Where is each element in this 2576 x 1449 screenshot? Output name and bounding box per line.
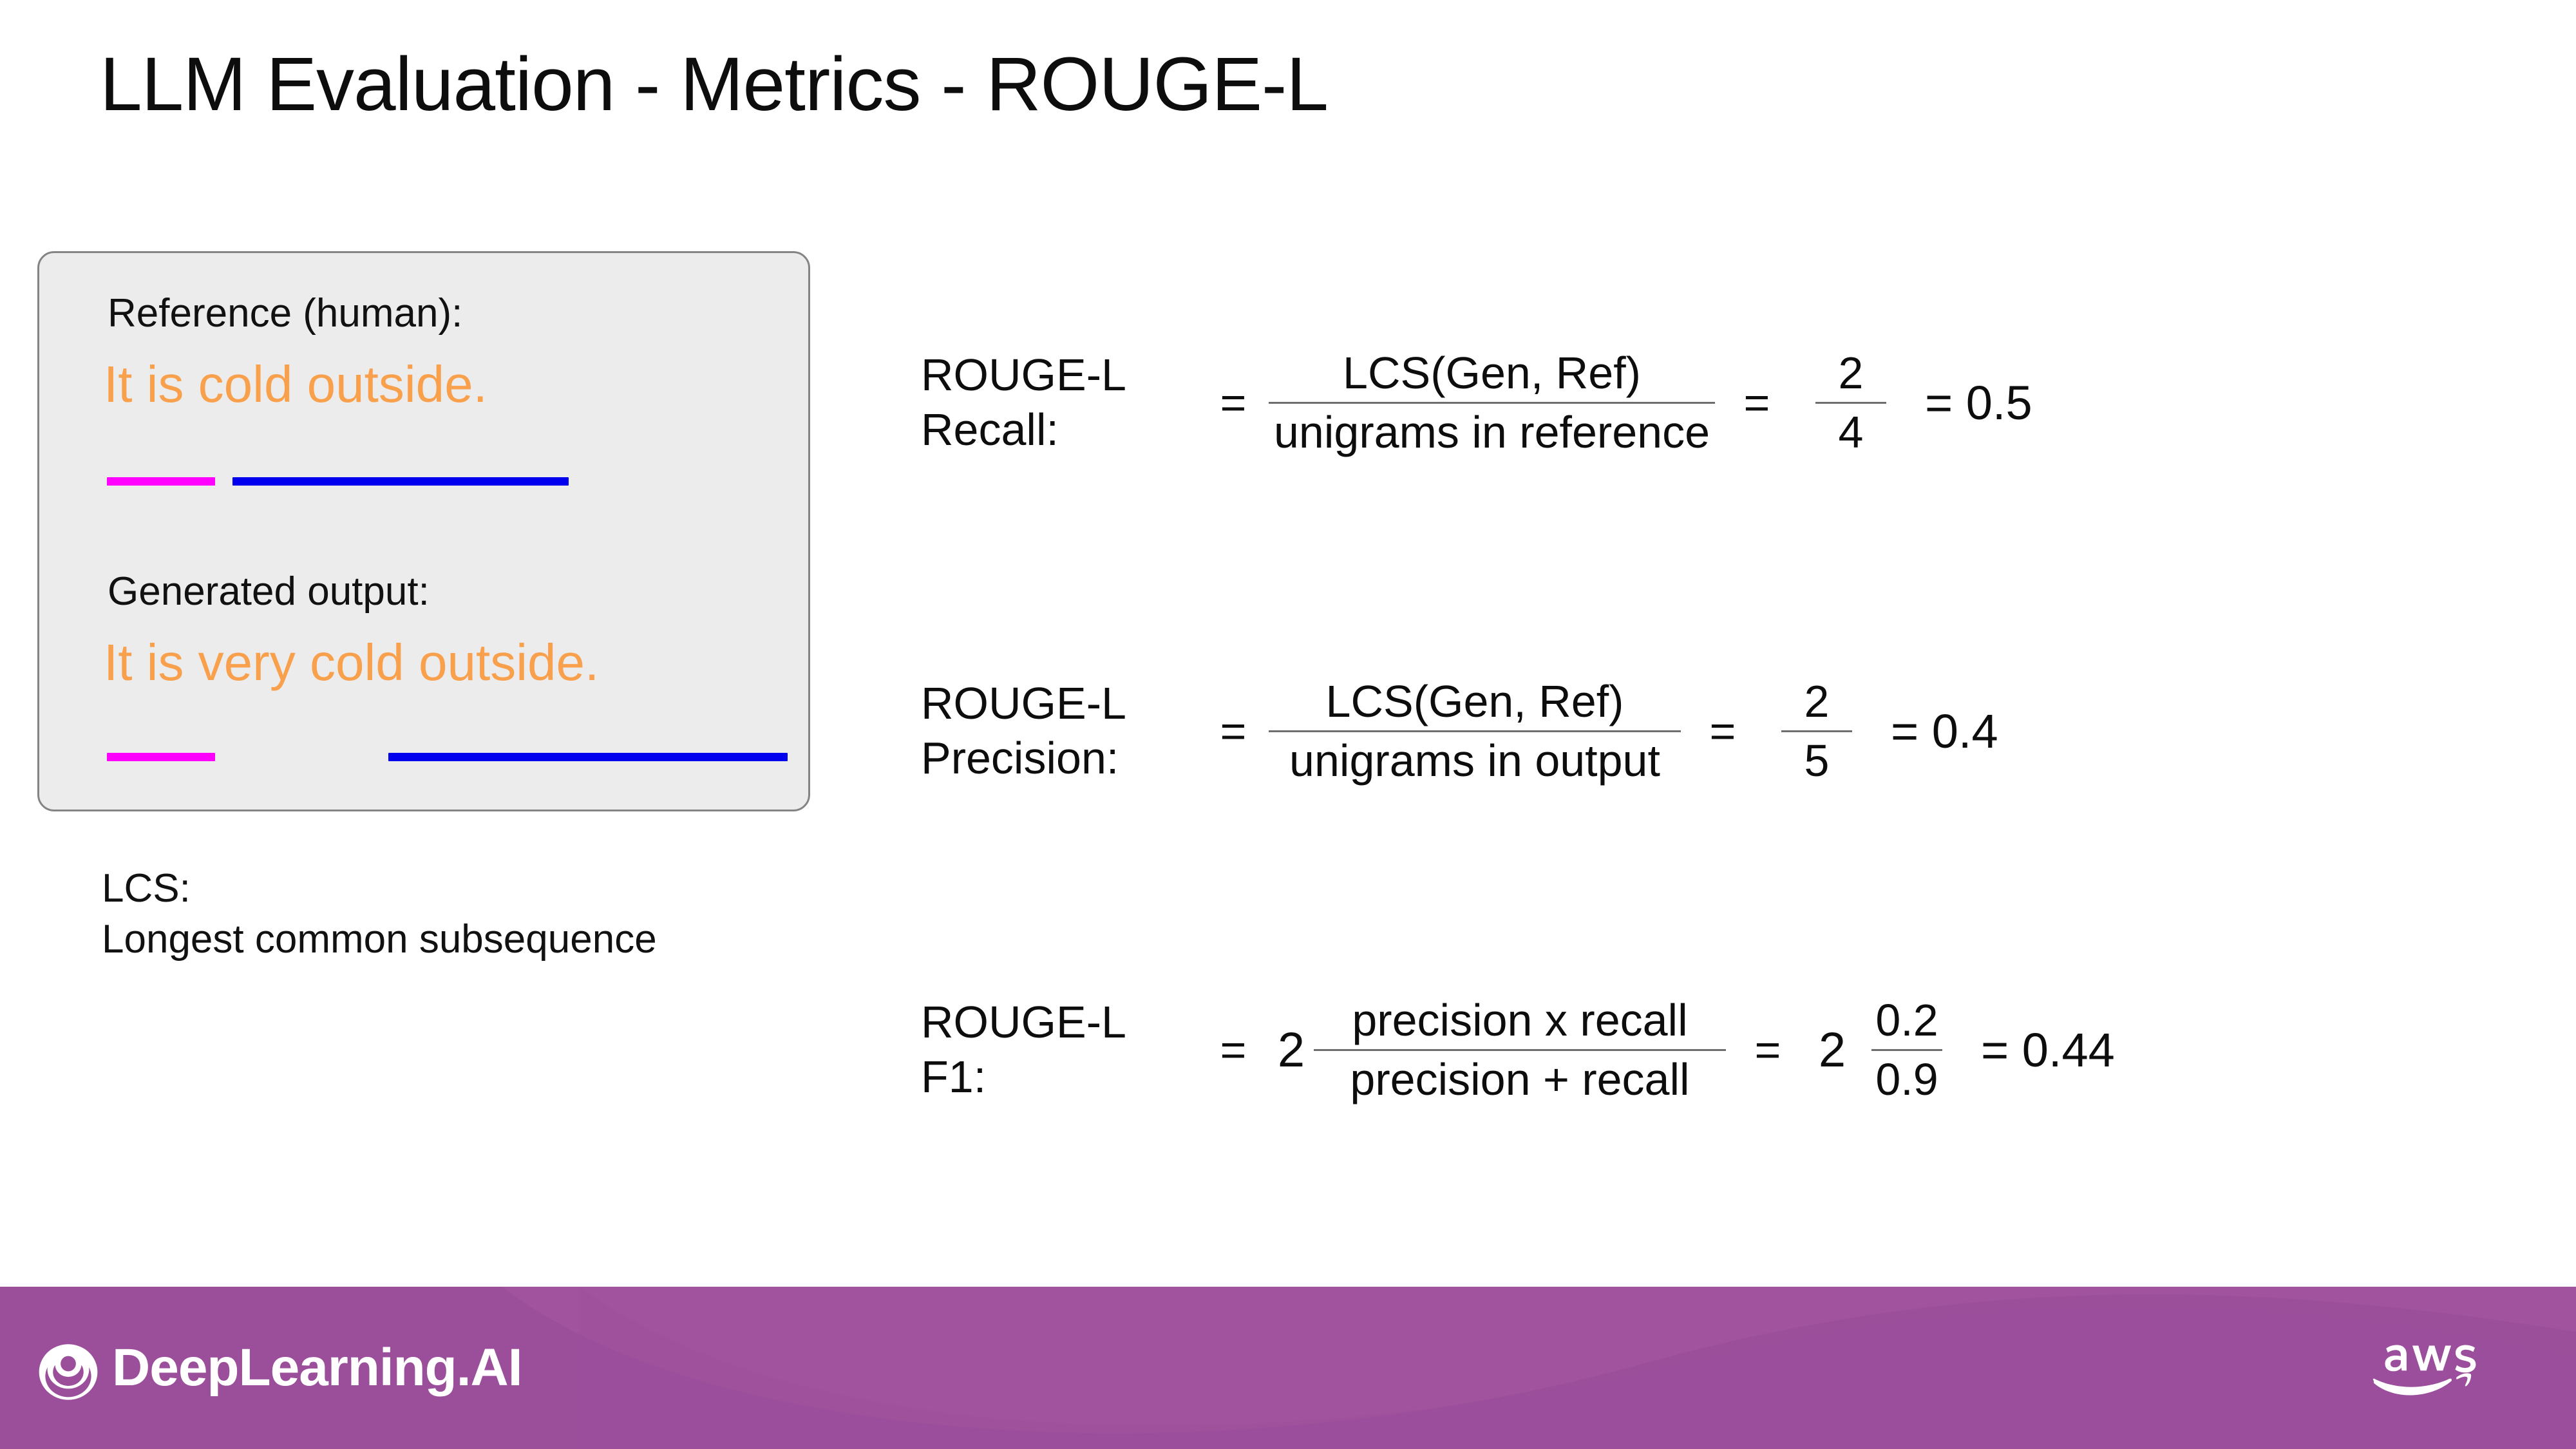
metric-name-line1: ROUGE-L — [921, 677, 1126, 728]
reference-sentence: It is cold outside. — [104, 355, 488, 413]
metric-name-recall: ROUGE-L Recall: — [921, 348, 1198, 458]
value-numerator: 0.2 — [1875, 995, 1938, 1046]
value-fraction-bar — [1871, 1048, 1942, 1051]
fraction-denominator: unigrams in reference — [1274, 406, 1710, 457]
fraction-bar — [1269, 401, 1715, 404]
metric-name-line2: Recall: — [921, 404, 1059, 455]
formula-row-recall: ROUGE-L Recall: = LCS(Gen, Ref) unigrams… — [921, 322, 2032, 483]
deeplearning-wordmark: DeepLearning.AI — [112, 1338, 523, 1397]
generated-label: Generated output: — [108, 569, 430, 614]
metric-name-precision: ROUGE-L Precision: — [921, 676, 1198, 786]
deeplearning-logo: DeepLearning.AI — [33, 1329, 523, 1406]
aws-smile-icon — [2372, 1345, 2476, 1396]
equals-sign-1: = — [1220, 377, 1247, 428]
generated-sentence: It is very cold outside. — [104, 634, 600, 691]
value-fraction: 2 5 — [1781, 673, 1852, 788]
fraction-numerator: precision x recall — [1352, 995, 1688, 1046]
lcs-note-line2: Longest common subsequence — [102, 917, 657, 962]
reference-label: Reference (human): — [108, 291, 463, 336]
value-fraction: 0.2 0.9 — [1871, 992, 1942, 1107]
lcs-note: LCS: Longest common subsequence — [102, 863, 657, 965]
example-card: Reference (human): It is cold outside. G… — [37, 251, 810, 811]
reference-highlight-magenta — [107, 477, 215, 486]
metric-name-line2: Precision: — [921, 733, 1119, 783]
fraction-numerator: LCS(Gen, Ref) — [1343, 348, 1641, 399]
footer-band: DeepLearning.AI — [0, 1287, 2576, 1449]
value-fraction-bar — [1781, 730, 1852, 732]
lcs-note-line1: LCS: — [102, 866, 191, 911]
result-value: = 0.44 — [1981, 1023, 2115, 1077]
fraction-bar — [1314, 1048, 1726, 1051]
value-numerator: 2 — [1838, 348, 1864, 399]
metric-name-line1: ROUGE-L — [921, 349, 1126, 400]
fraction-numerator: LCS(Gen, Ref) — [1325, 676, 1624, 727]
equals-sign-1: = — [1220, 1025, 1247, 1075]
fraction-denominator: precision + recall — [1350, 1054, 1690, 1104]
value-fraction: 2 4 — [1815, 345, 1886, 460]
formula-fraction: LCS(Gen, Ref) unigrams in output — [1269, 673, 1681, 788]
value-fraction-bar — [1815, 401, 1886, 404]
generated-highlight-magenta — [107, 753, 215, 761]
reference-highlight-blue — [232, 477, 569, 486]
value-denominator: 4 — [1838, 406, 1864, 457]
value-denominator: 0.9 — [1875, 1054, 1938, 1104]
equals-sign-1: = — [1220, 706, 1247, 756]
formula-row-precision: ROUGE-L Precision: = LCS(Gen, Ref) unigr… — [921, 650, 1998, 811]
formula-coefficient: 2 — [1277, 1022, 1305, 1077]
equals-sign-2: = — [1754, 1025, 1781, 1075]
value-coefficient: 2 — [1818, 1022, 1846, 1077]
page-title: LLM Evaluation - Metrics - ROUGE-L — [100, 42, 1329, 127]
footer-wave-decoration — [502, 1287, 2576, 1449]
formula-fraction: precision x recall precision + recall — [1314, 992, 1726, 1107]
fraction-denominator: unigrams in output — [1289, 735, 1660, 786]
metric-name-line2: F1: — [921, 1052, 987, 1102]
metric-name-line1: ROUGE-L — [921, 996, 1126, 1047]
formula-row-f1: ROUGE-L F1: = 2 precision x recall preci… — [921, 969, 2115, 1130]
result-value: = 0.4 — [1891, 704, 1998, 758]
value-numerator: 2 — [1804, 676, 1830, 727]
equals-sign-2: = — [1743, 377, 1770, 428]
metric-name-f1: ROUGE-L F1: — [921, 995, 1198, 1105]
value-denominator: 5 — [1804, 735, 1830, 786]
result-value: = 0.5 — [1925, 375, 2032, 430]
equals-sign-2: = — [1709, 706, 1736, 756]
fraction-bar — [1269, 730, 1681, 732]
concentric-rings-icon — [39, 1344, 98, 1400]
generated-highlight-blue — [388, 753, 788, 761]
formula-fraction: LCS(Gen, Ref) unigrams in reference — [1269, 345, 1715, 460]
